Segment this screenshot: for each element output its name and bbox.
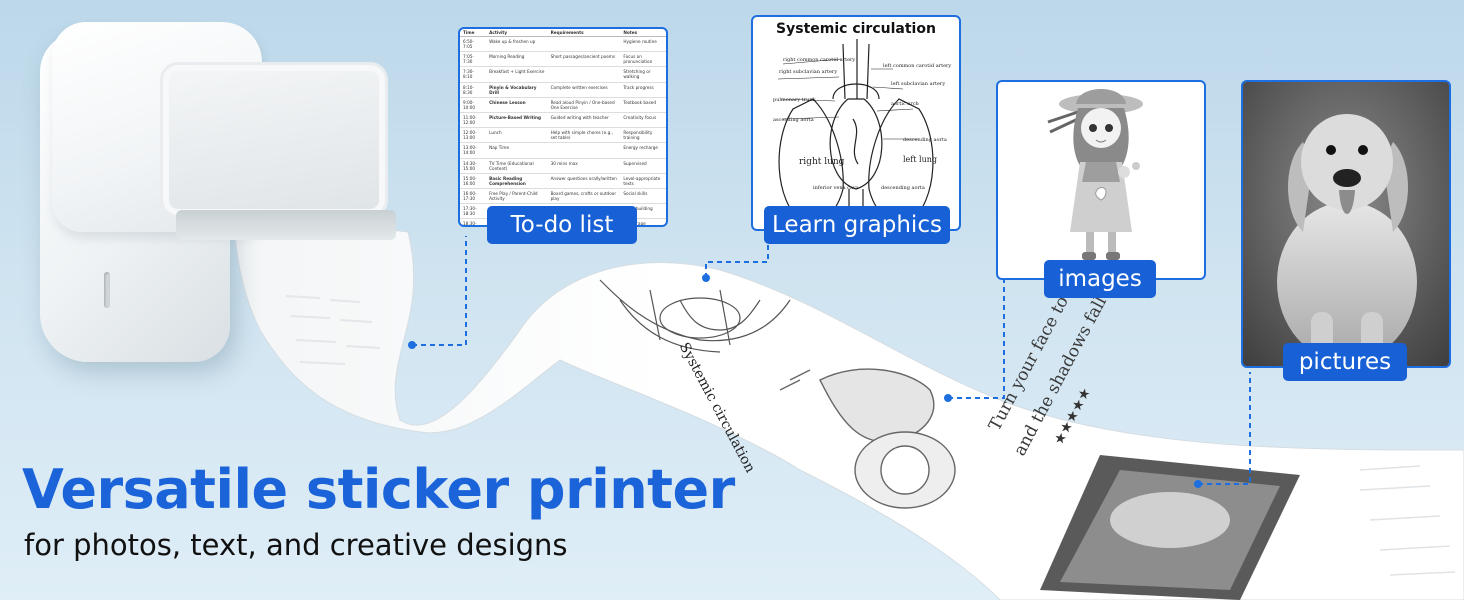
todo-table-cell: 6:50-7:05 (460, 36, 487, 53)
printer-indicator-light (104, 272, 110, 308)
todo-table-cell: Complete written exercises (547, 82, 621, 98)
todo-table-cell: Answer questions orally/written (547, 173, 621, 189)
circ-annotation-3: left common carotid artery (883, 63, 952, 69)
todo-col-notes: Notes (620, 29, 666, 37)
circ-annotation-12: descending aorta (881, 185, 925, 191)
todo-list-card: Time Activity Requirements Notes 6:50-7:… (458, 27, 668, 227)
todo-table-cell: Stretching or walking (620, 66, 666, 83)
todo-col-requirements: Requirements (547, 29, 621, 37)
circ-annotation-left-lung: left lung (903, 155, 937, 164)
todo-table-cell: 14:30-15:00 (460, 158, 487, 174)
todo-table-cell: 16:00-17:30 (460, 188, 487, 205)
printer-paper-slot (176, 210, 396, 240)
todo-table-cell: Supervised (620, 158, 666, 174)
todo-table-cell: Short passages/ancient poems (547, 51, 621, 68)
todo-table-cell: TV Time (Educational Content) (486, 158, 548, 174)
todo-table-cell: 7:30-8:10 (460, 66, 487, 83)
todo-table-cell: Free Play / Parent-Child Activity (486, 188, 548, 205)
girl-illustration (1047, 89, 1143, 260)
circ-annotation-6: pulmonary trunk (773, 97, 816, 103)
circ-annotation-2: right subclavian artery (779, 69, 838, 75)
todo-table-cell: 8:10-8:30 (460, 82, 487, 98)
todo-table-cell: 13:00-14:00 (460, 142, 487, 159)
todo-table-cell: Hygiene routine (620, 36, 666, 53)
todo-table-cell: 18:30-19:30 (460, 218, 487, 225)
printer-top-window (160, 62, 388, 218)
todo-table-cell: 9:00-10:00 (460, 97, 487, 113)
pictures-label: pictures (1283, 343, 1407, 381)
todo-table-cell: 30 mins max (547, 158, 621, 174)
todo-table-cell: Board games, crafts or outdoor play (547, 188, 621, 205)
todo-list-label: To-do list (487, 206, 637, 244)
todo-table-cell: Pinyin & Vocabulary Drill (486, 82, 548, 98)
circ-annotation-right-lung: right lung (799, 157, 845, 167)
circ-annotation-7: ascending aorta (773, 117, 814, 123)
circ-annotation-5: aortic arch (891, 101, 919, 107)
dog-photo (1243, 82, 1449, 366)
todo-table-cell: Help with simple chores (e.g., set table… (547, 127, 621, 144)
todo-table-cell: Focus on pronunciation (620, 51, 666, 68)
todo-table-cell: Lunch (486, 127, 548, 144)
todo-table-cell (547, 36, 621, 53)
learn-graphics-card: Systemic circulation right common caroti… (751, 15, 961, 231)
todo-table-cell: Chinese Lesson (486, 97, 548, 113)
learn-graphics-label: Learn graphics (764, 206, 950, 244)
todo-table-cell: Social skills (620, 188, 666, 205)
todo-col-activity: Activity (486, 29, 548, 37)
todo-table-cell (547, 66, 621, 83)
todo-table-cell: 12:00-13:00 (460, 127, 487, 144)
circulation-title: Systemic circulation (776, 21, 936, 37)
pictures-card (1241, 80, 1451, 368)
printer-device (40, 22, 262, 367)
todo-table-cell: Textbook based (620, 97, 666, 113)
todo-table-cell: 7:05-7:30 (460, 51, 487, 68)
todo-table-cell: Track progress (620, 82, 666, 98)
todo-table-cell: Guided writing with teacher (547, 112, 621, 129)
todo-table-header-row: Time Activity Requirements Notes (460, 29, 666, 37)
todo-table-cell: 11:00-12:00 (460, 112, 487, 129)
todo-table-cell (547, 142, 621, 159)
circ-annotation-8: descending aorta (903, 137, 947, 143)
circ-annotation-1: right common carotid artery (783, 57, 856, 63)
todo-table-cell: Picture-Based Writing (486, 112, 548, 129)
todo-table-cell: Creativity focus (620, 112, 666, 129)
todo-table-cell: Energy recharge (620, 142, 666, 159)
headline-subtitle: for photos, text, and creative designs (24, 528, 568, 562)
todo-table: Time Activity Requirements Notes 6:50-7:… (460, 29, 666, 225)
todo-table-cell: Read aloud Pinyin / One-based One Exerci… (547, 97, 621, 113)
headline-title: Versatile sticker printer (22, 458, 735, 521)
todo-table-cell: Wake up & freshen up (486, 36, 548, 53)
todo-table-cell: Morning Reading (486, 51, 548, 68)
todo-table-cell: Level-appropriate texts (620, 173, 666, 189)
todo-table-cell: 15:00-16:00 (460, 173, 487, 189)
images-label: images (1044, 260, 1156, 298)
images-card (996, 80, 1206, 280)
todo-table-cell: 17:30-18:30 (460, 203, 487, 220)
todo-table-cell: Nap Time (486, 142, 548, 159)
todo-table-cell: Breakfast + Light Exercise (486, 66, 548, 83)
circ-annotation-11: inferior vena cava (813, 185, 859, 191)
todo-col-time: Time (460, 29, 487, 37)
todo-table-cell: Basic Reading Comprehension (486, 173, 548, 189)
circ-annotation-4: left subclavian artery (891, 81, 946, 87)
todo-table-cell: Responsibility training (620, 127, 666, 144)
